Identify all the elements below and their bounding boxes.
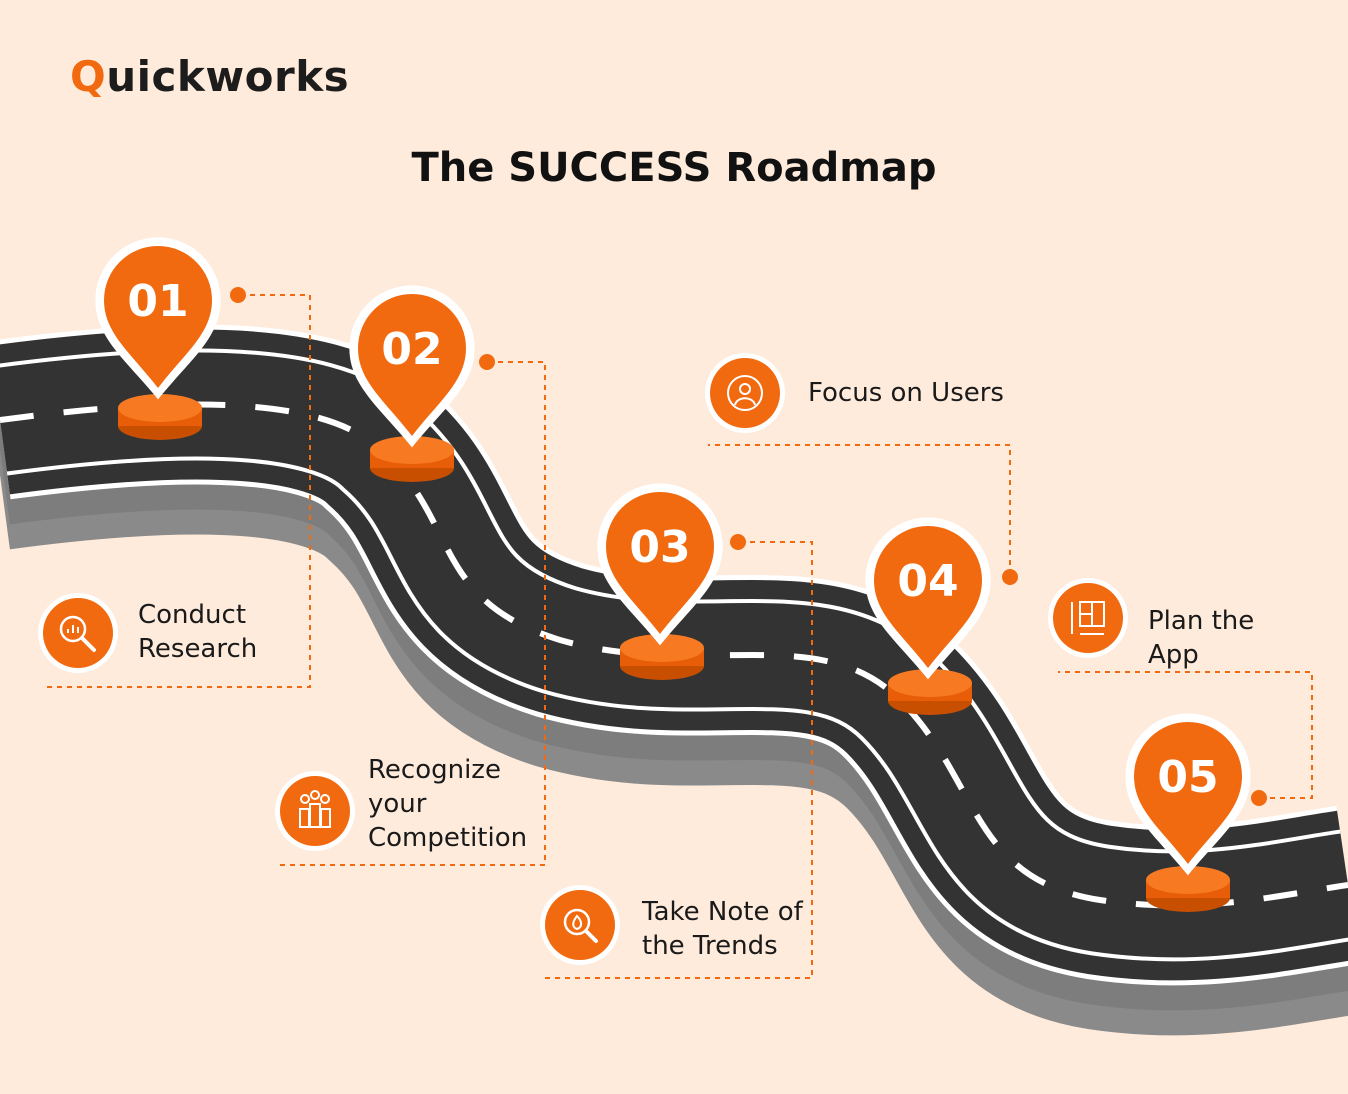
connector-05 <box>1058 671 1313 799</box>
logo-q-letter: Q <box>70 52 107 101</box>
pin-bases <box>118 394 1230 912</box>
pin-number-04: 04 <box>897 556 958 607</box>
step-03-label: Take Note of the Trends <box>642 895 803 963</box>
step-02-label: Recognize your Competition <box>368 753 527 855</box>
pin-05: 05 <box>1125 713 1251 876</box>
pin-number-05: 05 <box>1157 752 1218 803</box>
pin-04: 04 <box>865 517 991 680</box>
research-magnifier-icon <box>38 593 118 673</box>
pin-number-03: 03 <box>629 522 690 573</box>
connector-01 <box>42 294 311 688</box>
step-04-line1: Focus on Users <box>808 378 1004 408</box>
step-03-line1: Take Note of <box>642 897 803 927</box>
road-center-dashes <box>0 401 1348 909</box>
step-01-line2: Research <box>138 634 258 664</box>
quickworks-logo: Quickworks <box>70 52 349 101</box>
page-title: The SUCCESS Roadmap <box>411 145 937 191</box>
connector-02 <box>280 361 546 866</box>
pin-03: 03 <box>597 483 723 646</box>
connector-dots <box>230 287 1267 806</box>
logo-wordmark: uickworks <box>106 52 350 101</box>
step-icons <box>38 353 1128 965</box>
blueprint-icon <box>1048 578 1128 658</box>
pin-number-02: 02 <box>381 324 442 375</box>
connector-lines <box>42 294 1313 979</box>
user-icon <box>705 353 785 433</box>
step-04-label: Focus on Users <box>808 376 1004 410</box>
step-02-line1: Recognize <box>368 755 501 785</box>
step-05-line1: Plan the <box>1148 606 1255 636</box>
step-05-label: Plan the App <box>1148 604 1254 672</box>
connector-03 <box>545 541 813 979</box>
trends-magnifier-icon <box>540 885 620 965</box>
step-02-line2: your <box>368 789 427 819</box>
step-02-line3: Competition <box>368 823 528 853</box>
step-03-line2: the Trends <box>642 931 778 961</box>
step-01-label: Conduct Research <box>138 598 257 666</box>
step-05-line2: App <box>1148 640 1199 670</box>
competition-people-icon <box>275 771 355 851</box>
pin-number-01: 01 <box>127 276 188 327</box>
step-01-line1: Conduct <box>138 600 247 630</box>
pin-01: 01 <box>95 237 221 400</box>
connector-04 <box>708 444 1011 575</box>
pin-02: 02 <box>349 285 475 448</box>
pins: 01 02 03 04 05 <box>95 237 1251 876</box>
